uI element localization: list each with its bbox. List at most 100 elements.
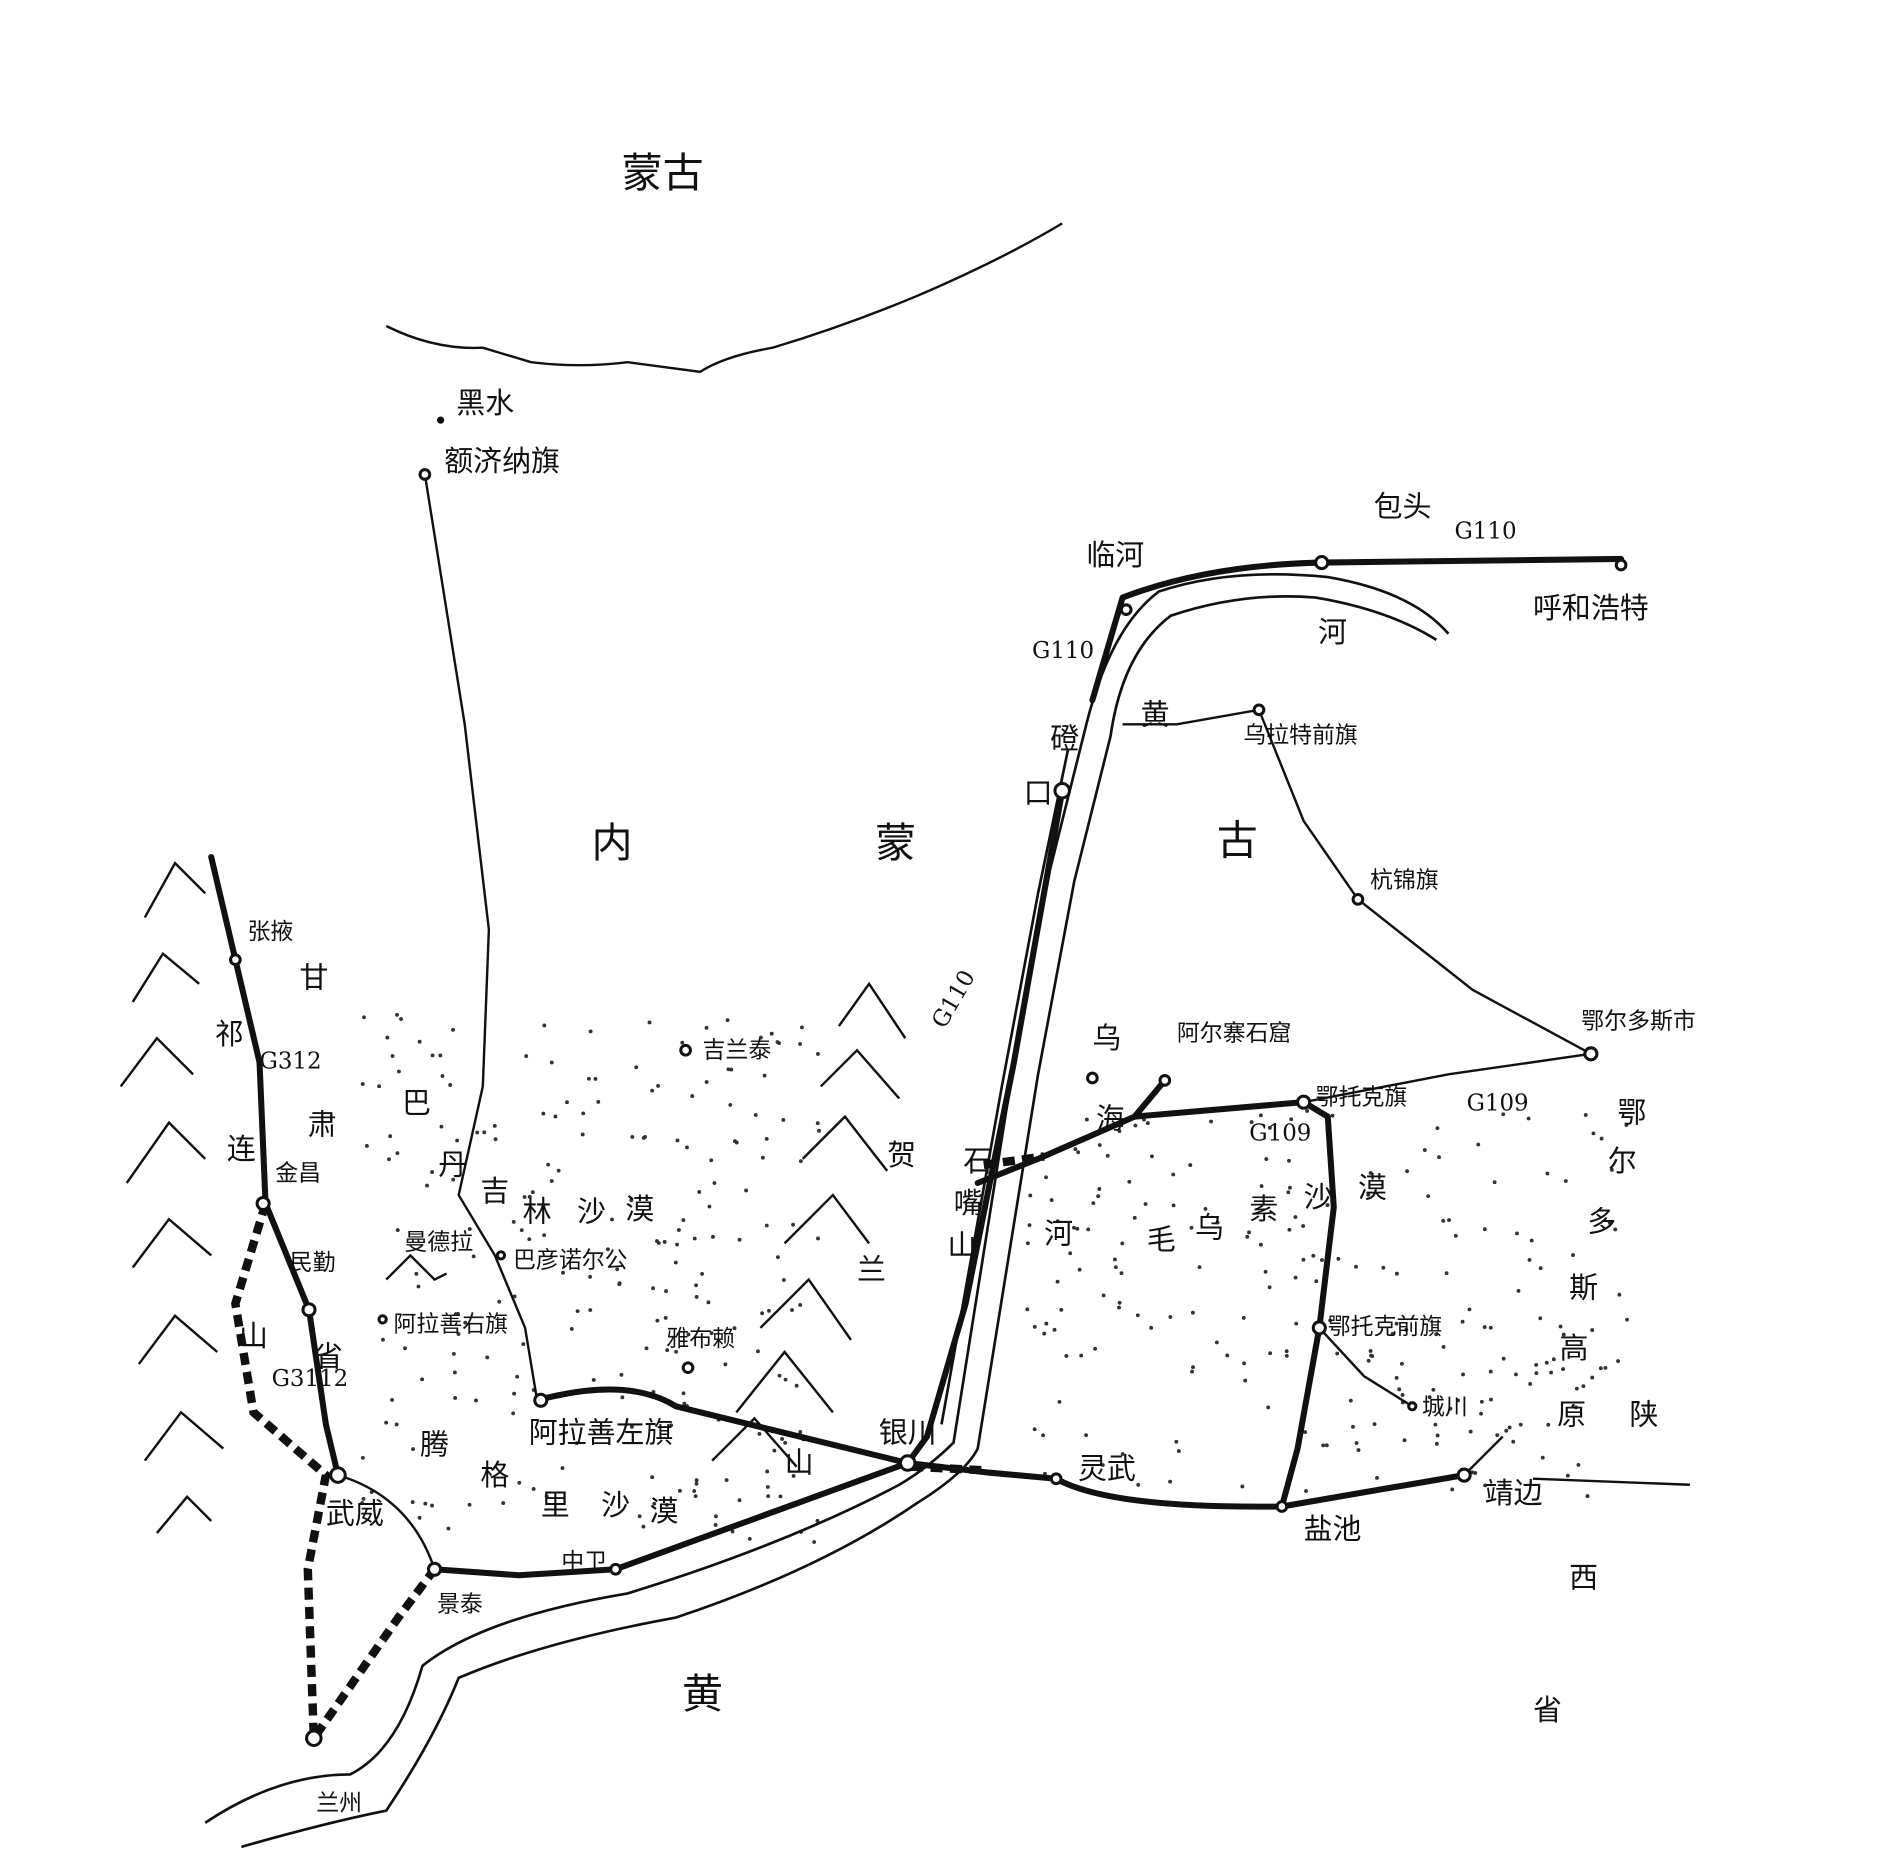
sand-dot — [1044, 1175, 1048, 1180]
sand-dot — [549, 1179, 554, 1183]
sand-dot — [634, 1065, 639, 1070]
sand-dot — [439, 1124, 444, 1129]
sand-dot — [360, 1082, 365, 1086]
sand-dot — [772, 1448, 777, 1453]
desert-dots — [360, 1012, 1629, 1544]
sand-dot — [515, 1374, 520, 1379]
label-ordos-city: 鄂尔多斯市 — [1581, 1008, 1696, 1034]
sand-dot — [1501, 1112, 1506, 1117]
sand-dot — [1284, 1353, 1289, 1358]
sand-dot — [764, 1223, 769, 1228]
sand-dot — [630, 1135, 635, 1139]
sand-dot — [1348, 1398, 1353, 1403]
sand-dot — [1434, 1441, 1439, 1446]
sand-dot — [1084, 1433, 1088, 1438]
sand-dot — [388, 1134, 393, 1139]
sand-dot — [1381, 1265, 1386, 1270]
sand-dot — [704, 1080, 709, 1084]
sand-dot — [1501, 1356, 1506, 1361]
sand-dot — [1617, 1292, 1622, 1297]
sand-dot — [546, 1162, 551, 1167]
sand-dot — [1176, 1449, 1181, 1454]
sand-dot — [1314, 1279, 1319, 1284]
sand-dot — [1328, 1318, 1333, 1323]
sand-dot — [706, 1300, 711, 1305]
sand-dot — [1113, 1265, 1118, 1270]
label-mu-us: 沙 — [1304, 1180, 1333, 1214]
sand-dot — [1571, 1253, 1575, 1258]
sand-dot — [1077, 1267, 1082, 1272]
sand-dot — [619, 1372, 624, 1377]
sand-dot — [1059, 1307, 1064, 1312]
sand-dot — [511, 1411, 516, 1416]
sand-dot — [549, 1060, 554, 1065]
sand-dot — [1079, 1353, 1084, 1358]
label-yabulai: 雅布赖 — [666, 1326, 735, 1352]
sand-dot — [775, 1040, 780, 1044]
sand-dot — [1325, 1203, 1330, 1208]
sand-dot — [512, 1391, 516, 1396]
label-shizuishan: 嘴 — [954, 1186, 983, 1220]
sand-dot — [596, 1100, 601, 1104]
label-tengger: 漠 — [649, 1494, 678, 1528]
road-g110: G110 — [1032, 638, 1094, 664]
sand-dot — [1515, 1231, 1519, 1236]
sand-dot — [1402, 1438, 1407, 1443]
sand-dot — [497, 1299, 502, 1304]
sand-dot — [1544, 1360, 1549, 1365]
sand-dot — [1534, 1371, 1539, 1376]
sand-dot — [780, 1437, 784, 1441]
sand-dot — [790, 1308, 794, 1312]
sand-dot — [1511, 1439, 1516, 1444]
sand-dot — [1049, 1198, 1054, 1203]
sand-dot — [1304, 1489, 1308, 1493]
sand-dot — [1540, 1455, 1545, 1460]
sand-dot — [448, 1083, 453, 1087]
label-dengkou: 口 — [1024, 776, 1053, 810]
sand-dot — [1558, 1324, 1563, 1329]
sand-dot — [794, 1383, 799, 1388]
sand-dot — [1064, 1354, 1069, 1358]
sand-dot — [1096, 1194, 1101, 1199]
sand-dot — [697, 1190, 702, 1194]
sand-dot — [641, 1524, 646, 1529]
sand-dot — [1460, 1319, 1465, 1324]
label-yinchuan: 银川 — [879, 1416, 937, 1450]
sand-dot — [411, 1447, 415, 1452]
sand-dot — [693, 1494, 698, 1499]
sand-dot — [384, 1420, 389, 1425]
sand-dot — [737, 1498, 742, 1503]
sand-dot — [364, 1143, 369, 1148]
sand-dot — [1209, 1119, 1214, 1124]
sand-dot — [1240, 1484, 1245, 1489]
sand-dot — [1591, 1131, 1596, 1136]
sand-dot — [1434, 1332, 1439, 1337]
sand-dot — [1561, 1367, 1566, 1372]
sand-dot — [1461, 1372, 1465, 1377]
sand-dot — [574, 1441, 579, 1446]
sand-dot — [800, 1025, 804, 1030]
sand-dot — [686, 1332, 691, 1337]
label-ejina: 额济纳旗 — [444, 444, 560, 478]
label-qilian: 祁 — [215, 1017, 244, 1051]
sand-dot — [377, 1084, 382, 1089]
sand-dot — [1120, 1241, 1125, 1246]
label-nei: 内 — [591, 819, 632, 867]
label-qilian: 山 — [239, 1319, 268, 1353]
sand-dot — [1394, 1375, 1399, 1380]
sand-dot — [729, 1067, 734, 1072]
sand-dot — [1405, 1169, 1409, 1174]
sand-dot — [620, 1395, 625, 1400]
sand-dot — [1263, 1269, 1268, 1274]
sand-dot — [403, 1346, 407, 1351]
sand-dot — [1072, 1225, 1076, 1230]
sand-dot — [1028, 1193, 1033, 1198]
sand-dot — [1294, 1321, 1299, 1326]
sand-dot — [530, 1190, 535, 1195]
sand-dot — [675, 1242, 679, 1247]
sand-dot — [1390, 1331, 1395, 1336]
sand-dot — [1264, 1157, 1269, 1162]
sand-dot — [440, 1074, 445, 1078]
label-yanchi: 盐池 — [1304, 1512, 1362, 1546]
label-helan: 山 — [785, 1446, 814, 1480]
